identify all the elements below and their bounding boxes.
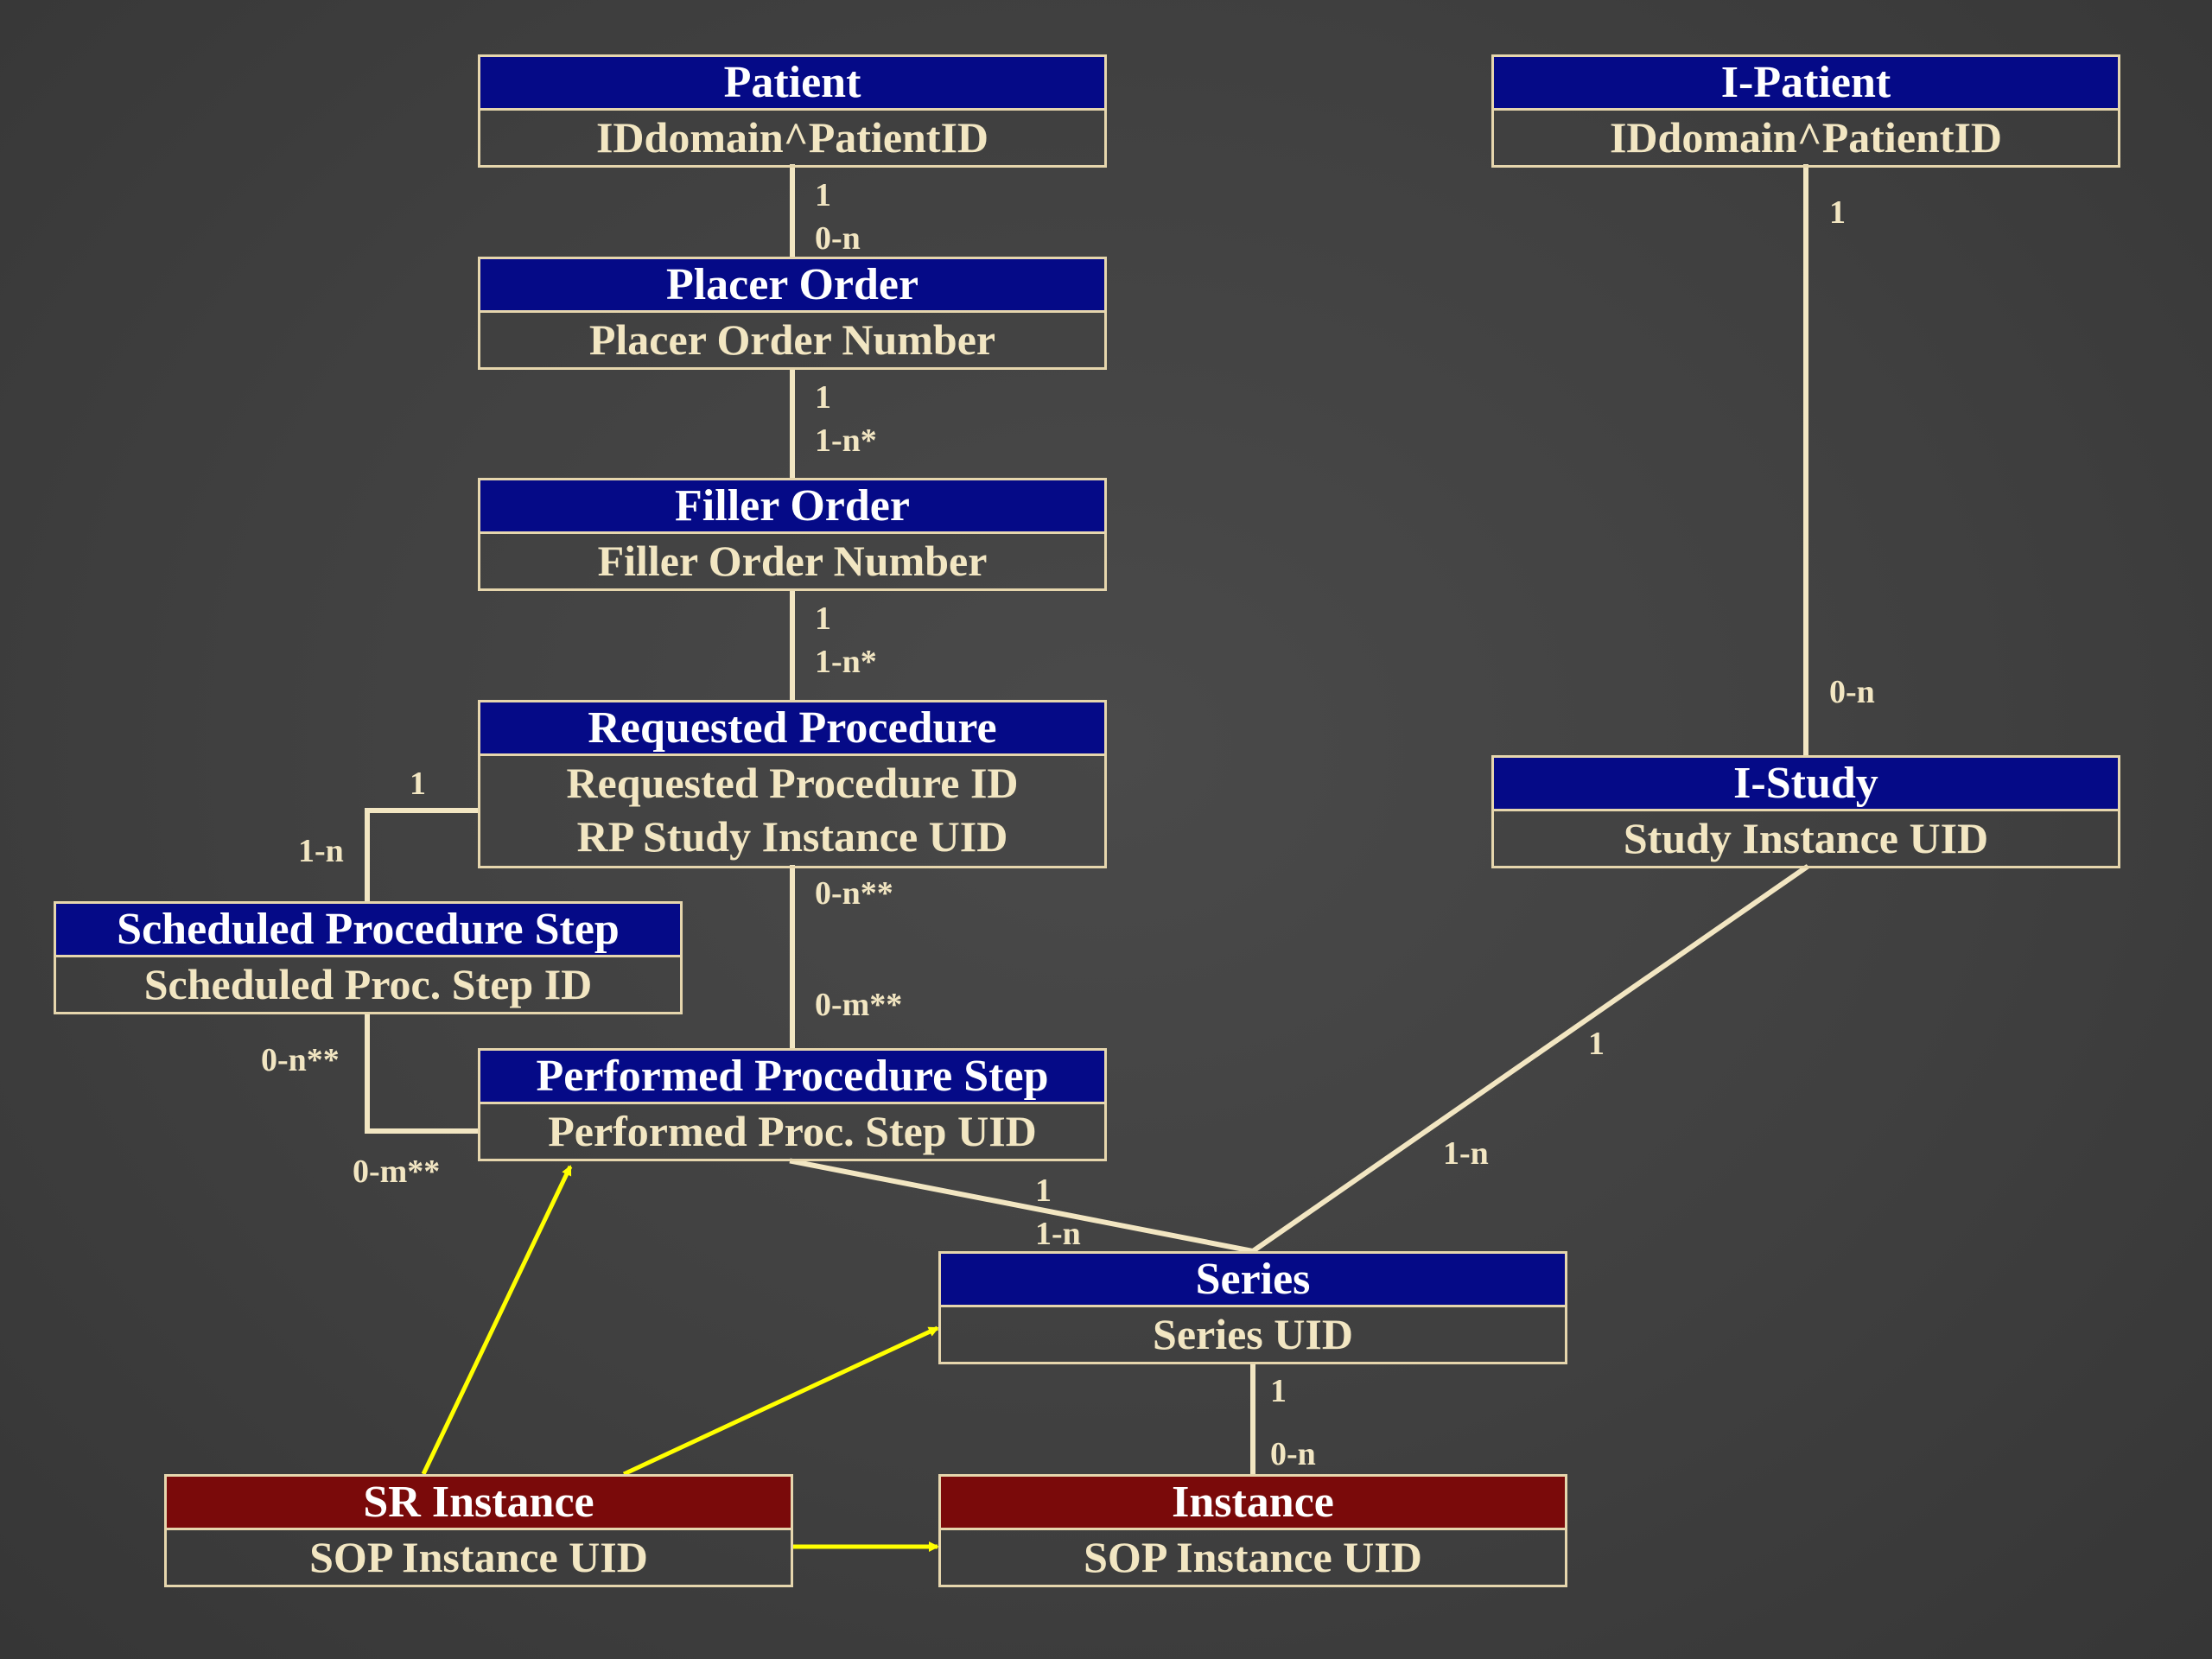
entity-attribute: SOP Instance UID: [167, 1530, 791, 1584]
entity-instance: Instance SOP Instance UID: [938, 1474, 1567, 1587]
cardinality-label: 0-n**: [261, 1042, 340, 1078]
cardinality-label: 1: [1588, 1026, 1605, 1062]
entity-attribute: Filler Order Number: [480, 534, 1104, 588]
ref-arrow-sr-to-performed-step: [421, 1165, 573, 1476]
cardinality-label: 0-n: [1270, 1436, 1316, 1472]
entity-placer-order: Placer Order Placer Order Number: [478, 257, 1107, 370]
cardinality-label: 0-m**: [353, 1154, 441, 1190]
entity-filler-order: Filler Order Filler Order Number: [478, 478, 1107, 591]
cardinality-label: 1: [815, 379, 831, 416]
cardinality-label: 1-n: [1035, 1216, 1081, 1252]
cardinality-label: 0-n**: [815, 875, 893, 912]
rel-performed-step-series: [789, 1158, 1256, 1255]
entity-attribute: IDdomain^PatientID: [1494, 111, 2118, 164]
cardinality-label: 1-n: [1443, 1135, 1489, 1172]
entity-title: I-Patient: [1494, 57, 2118, 111]
cardinality-label: 1: [815, 601, 831, 637]
entity-attribute: Series UID: [941, 1307, 1565, 1361]
entity-title: Placer Order: [480, 259, 1104, 313]
entity-title: Requested Procedure: [480, 702, 1104, 756]
cardinality-label: 1: [1829, 194, 1846, 231]
entity-title: Filler Order: [480, 480, 1104, 534]
cardinality-label: 0-m**: [815, 987, 903, 1023]
entity-title: I-Study: [1494, 758, 2118, 811]
entity-requested-procedure: Requested Procedure Requested Procedure …: [478, 700, 1107, 868]
entity-title: Scheduled Procedure Step: [56, 904, 680, 957]
entity-patient: Patient IDdomain^PatientID: [478, 54, 1107, 168]
entity-attribute: IDdomain^PatientID: [480, 111, 1104, 164]
entity-title: Patient: [480, 57, 1104, 111]
entity-performed-procedure-step: Performed Procedure Step Performed Proc.…: [478, 1048, 1107, 1161]
entity-scheduled-procedure-step: Scheduled Procedure Step Scheduled Proc.…: [54, 901, 683, 1014]
cardinality-label: 1: [1270, 1373, 1287, 1409]
cardinality-label: 1-n*: [815, 644, 877, 680]
entity-title: Series: [941, 1254, 1565, 1307]
cardinality-label: 1: [410, 766, 426, 802]
entity-i-patient: I-Patient IDdomain^PatientID: [1491, 54, 2120, 168]
entity-attribute: RP Study Instance UID: [480, 810, 1104, 863]
entity-title: SR Instance: [167, 1477, 791, 1530]
entity-attribute: SOP Instance UID: [941, 1530, 1565, 1584]
cardinality-label: 1: [1035, 1173, 1052, 1209]
cardinality-label: 1: [815, 177, 831, 213]
cardinality-label: 0-n: [1829, 674, 1875, 710]
ref-arrow-sr-to-series: [622, 1325, 939, 1477]
entity-i-study: I-Study Study Instance UID: [1491, 755, 2120, 868]
rel-scheduled-performed-step: [365, 1013, 480, 1134]
entity-title: Instance: [941, 1477, 1565, 1530]
rel-i-study-series: [1249, 863, 1810, 1255]
entity-attribute: Performed Proc. Step UID: [480, 1104, 1104, 1158]
cardinality-label: 1-n*: [815, 423, 877, 459]
cardinality-label: 1-n: [298, 833, 344, 869]
rel-requested-scheduled-step: [365, 808, 480, 904]
entity-series: Series Series UID: [938, 1251, 1567, 1364]
entity-attribute: Scheduled Proc. Step ID: [56, 957, 680, 1011]
entity-attribute: Placer Order Number: [480, 313, 1104, 366]
entity-sr-instance: SR Instance SOP Instance UID: [164, 1474, 793, 1587]
entity-title: Performed Procedure Step: [480, 1051, 1104, 1104]
entity-attribute: Study Instance UID: [1494, 811, 2118, 865]
cardinality-label: 0-n: [815, 220, 861, 257]
entity-attribute: Requested Procedure ID: [480, 756, 1104, 810]
